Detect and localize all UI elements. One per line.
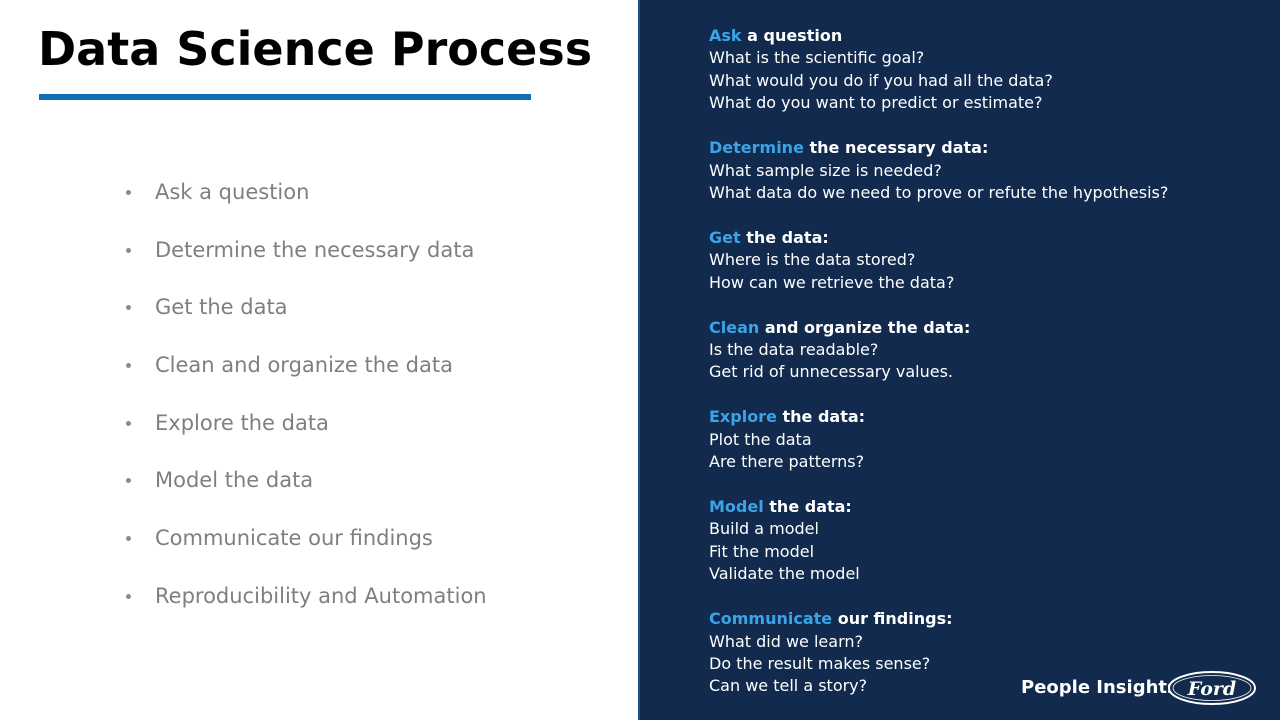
process-step-label: Determine the necessary data — [155, 237, 475, 262]
bullet-icon — [126, 593, 131, 599]
process-step: Ask a question — [124, 164, 487, 222]
section-keyword: Communicate — [709, 609, 833, 629]
section-heading: Clean and organize the data: — [709, 317, 1168, 339]
process-steps-list: Ask a question Determine the necessary d… — [124, 164, 487, 626]
section-question: Validate the model — [709, 564, 860, 584]
bullet-icon — [126, 362, 131, 368]
section-question: Fit the model — [709, 541, 815, 561]
section-heading-rest: the necessary data: — [803, 138, 989, 158]
logo-wordmark: Ford — [1187, 678, 1236, 700]
section-question: What data do we need to prove or refute … — [709, 182, 1169, 202]
bullet-icon — [126, 478, 131, 484]
bullet-icon — [126, 305, 131, 311]
section-question: What is the scientific goal? — [709, 48, 925, 68]
section-question: Plot the data — [709, 429, 812, 449]
process-step: Clean and organize the data — [124, 337, 487, 395]
section-question: How can we retrieve the data? — [709, 272, 955, 292]
section-question: What would you do if you had all the dat… — [709, 70, 1053, 90]
section-heading: Explore the data: — [709, 406, 1168, 428]
bullet-icon — [126, 535, 131, 541]
bullet-icon — [126, 189, 131, 195]
section-model: Model the data: Build a model Fit the mo… — [709, 496, 1168, 586]
process-step: Determine the necessary data — [124, 222, 487, 280]
section-question: What sample size is needed? — [709, 160, 942, 180]
bullet-icon — [126, 247, 131, 253]
section-communicate: Communicate our findings: What did we le… — [709, 608, 1168, 698]
section-keyword: Ask — [709, 26, 742, 45]
section-heading: Model the data: — [709, 496, 1168, 518]
section-heading: Ask a question — [709, 25, 1168, 47]
process-step: Explore the data — [124, 395, 487, 453]
process-step: Get the data — [124, 279, 487, 337]
section-heading: Communicate our findings: — [709, 608, 1168, 630]
section-heading-rest: and organize the data: — [759, 317, 971, 337]
section-question: What do you want to predict or estimate? — [709, 93, 1043, 113]
process-step-label: Communicate our findings — [155, 526, 433, 551]
section-heading-rest: the data: — [763, 497, 852, 516]
title-underline — [39, 94, 531, 100]
section-heading: Get the data: — [709, 227, 1168, 249]
section-explore: Explore the data: Plot the data Are ther… — [709, 406, 1168, 473]
section-keyword: Clean — [709, 317, 760, 337]
right-panel: Ask a question What is the scientific go… — [638, 0, 1280, 720]
section-heading-rest: the data: — [776, 407, 866, 427]
section-question: Can we tell a story? — [709, 676, 868, 696]
process-step-label: Ask a question — [155, 180, 310, 204]
section-heading-rest: a question — [741, 26, 843, 45]
process-step: Model the data — [124, 452, 487, 510]
process-step-label: Model the data — [155, 468, 314, 493]
ford-logo-icon: Ford — [1168, 671, 1256, 705]
section-ask: Ask a question What is the scientific go… — [709, 25, 1168, 115]
process-step: Reproducibility and Automation — [124, 568, 487, 626]
process-step-label: Explore the data — [155, 410, 329, 435]
page-title: Data Science Process — [38, 22, 593, 76]
section-heading-rest: the data: — [740, 227, 829, 247]
left-panel: Data Science Process Ask a question Dete… — [0, 0, 638, 720]
process-step-label: Reproducibility and Automation — [155, 583, 487, 608]
brand-text: People Insights — [1021, 677, 1178, 698]
section-question: Get rid of unnecessary values. — [709, 362, 954, 382]
section-get: Get the data: Where is the data stored? … — [709, 227, 1168, 294]
section-heading-rest: our findings: — [832, 609, 953, 629]
section-keyword: Determine — [709, 138, 804, 158]
section-keyword: Explore — [709, 407, 777, 427]
section-question: Do the result makes sense? — [709, 653, 931, 673]
section-question: What did we learn? — [709, 631, 864, 651]
process-step-label: Get the data — [155, 295, 288, 320]
bullet-icon — [126, 420, 131, 426]
section-question: Build a model — [709, 519, 819, 539]
section-question: Where is the data stored? — [709, 250, 916, 270]
section-clean: Clean and organize the data: Is the data… — [709, 317, 1168, 384]
section-keyword: Get — [709, 227, 741, 247]
process-step: Communicate our findings — [124, 510, 487, 568]
section-heading: Determine the necessary data: — [709, 137, 1168, 159]
section-question: Are there patterns? — [709, 452, 865, 472]
section-keyword: Model — [709, 497, 764, 516]
section-question: Is the data readable? — [709, 339, 879, 359]
process-details: Ask a question What is the scientific go… — [709, 25, 1168, 720]
process-step-label: Clean and organize the data — [155, 353, 453, 378]
section-determine: Determine the necessary data: What sampl… — [709, 137, 1168, 204]
